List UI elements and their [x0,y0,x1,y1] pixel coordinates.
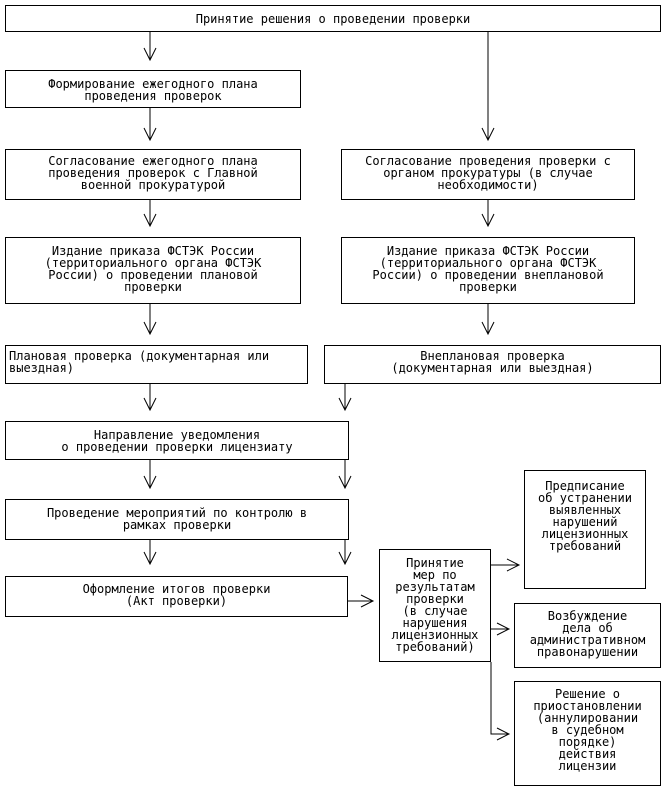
arrowhead-plan [143,47,157,62]
arrowhead-military [143,127,157,142]
decision-box: Принятие решения о проведении проверки [5,5,661,32]
unplanned-check-box: Внеплановая проверка (документарная или … [324,345,661,384]
annual-plan-box: Формирование ежегодного плана проведения… [5,70,301,108]
planned-check-box: Плановая проверка (документарная или вые… [5,345,308,384]
arrowhead-order-fix [506,558,521,572]
arrowhead-results-right [338,551,352,566]
arrowhead-order-planned [143,213,157,228]
agree-prosecutor-box: Согласование проведения проверки с орган… [341,149,635,200]
arrowhead-admin-case [496,622,511,636]
notice-box: Направление уведомления о проведении про… [5,421,349,460]
arrowhead-control-left [143,475,157,490]
arrowhead-notice-left [143,397,157,412]
arrowhead-suspension [496,727,511,741]
arrowhead-unplanned-check [481,321,495,336]
order-planned-box: Издание приказа ФСТЭК России (территориа… [5,237,301,304]
control-measures-box: Проведение мероприятий по контролю в рам… [5,499,349,540]
arrowhead-prosecutor [481,127,495,142]
connector-measures-to-suspension [490,662,509,735]
order-fix-box: Предписание об устранении выявленных нар… [524,470,646,589]
arrowhead-measures [360,594,375,608]
arrowhead-notice-right [338,397,352,412]
suspension-box: Решение о приостановлении (аннулировании… [514,681,661,786]
arrowhead-order-unplanned [481,213,495,228]
arrowhead-results-left [143,551,157,566]
results-box: Оформление итогов проверки (Акт проверки… [5,576,348,617]
measures-box: Принятие мер по результатам проверки (в … [379,549,491,662]
arrowhead-control-right [338,475,352,490]
arrowhead-planned-check [143,321,157,336]
admin-case-box: Возбуждение дела об административном пра… [514,603,661,668]
agree-military-box: Согласование ежегодного плана проведения… [5,149,301,200]
order-unplanned-box: Издание приказа ФСТЭК России (территориа… [341,237,635,304]
